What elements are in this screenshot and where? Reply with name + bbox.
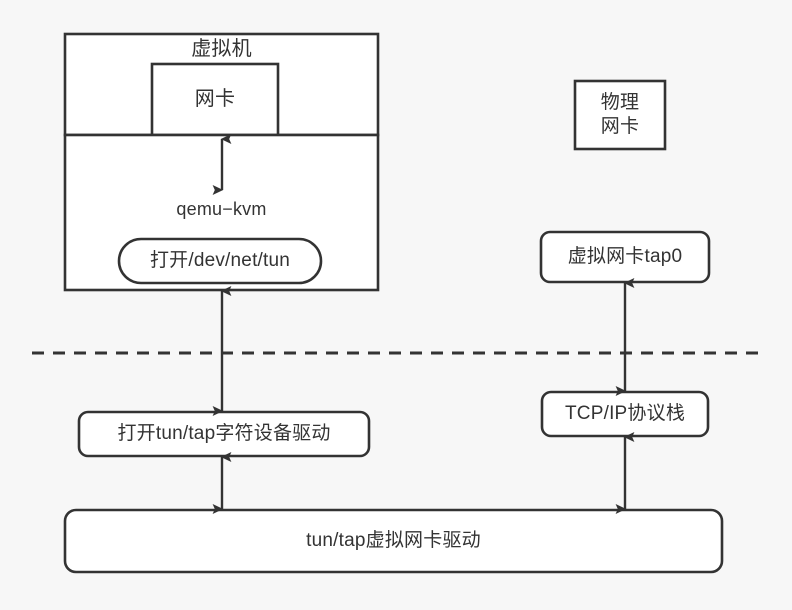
open-dev-net-tun-box	[117, 237, 323, 285]
char-device-driver-box	[77, 410, 371, 458]
tuntap-driver-box	[63, 508, 724, 574]
tcp-ip-stack-box	[540, 390, 710, 438]
physical-nic-box	[573, 79, 667, 151]
nic-box	[150, 62, 280, 137]
tap0-box	[539, 230, 711, 284]
